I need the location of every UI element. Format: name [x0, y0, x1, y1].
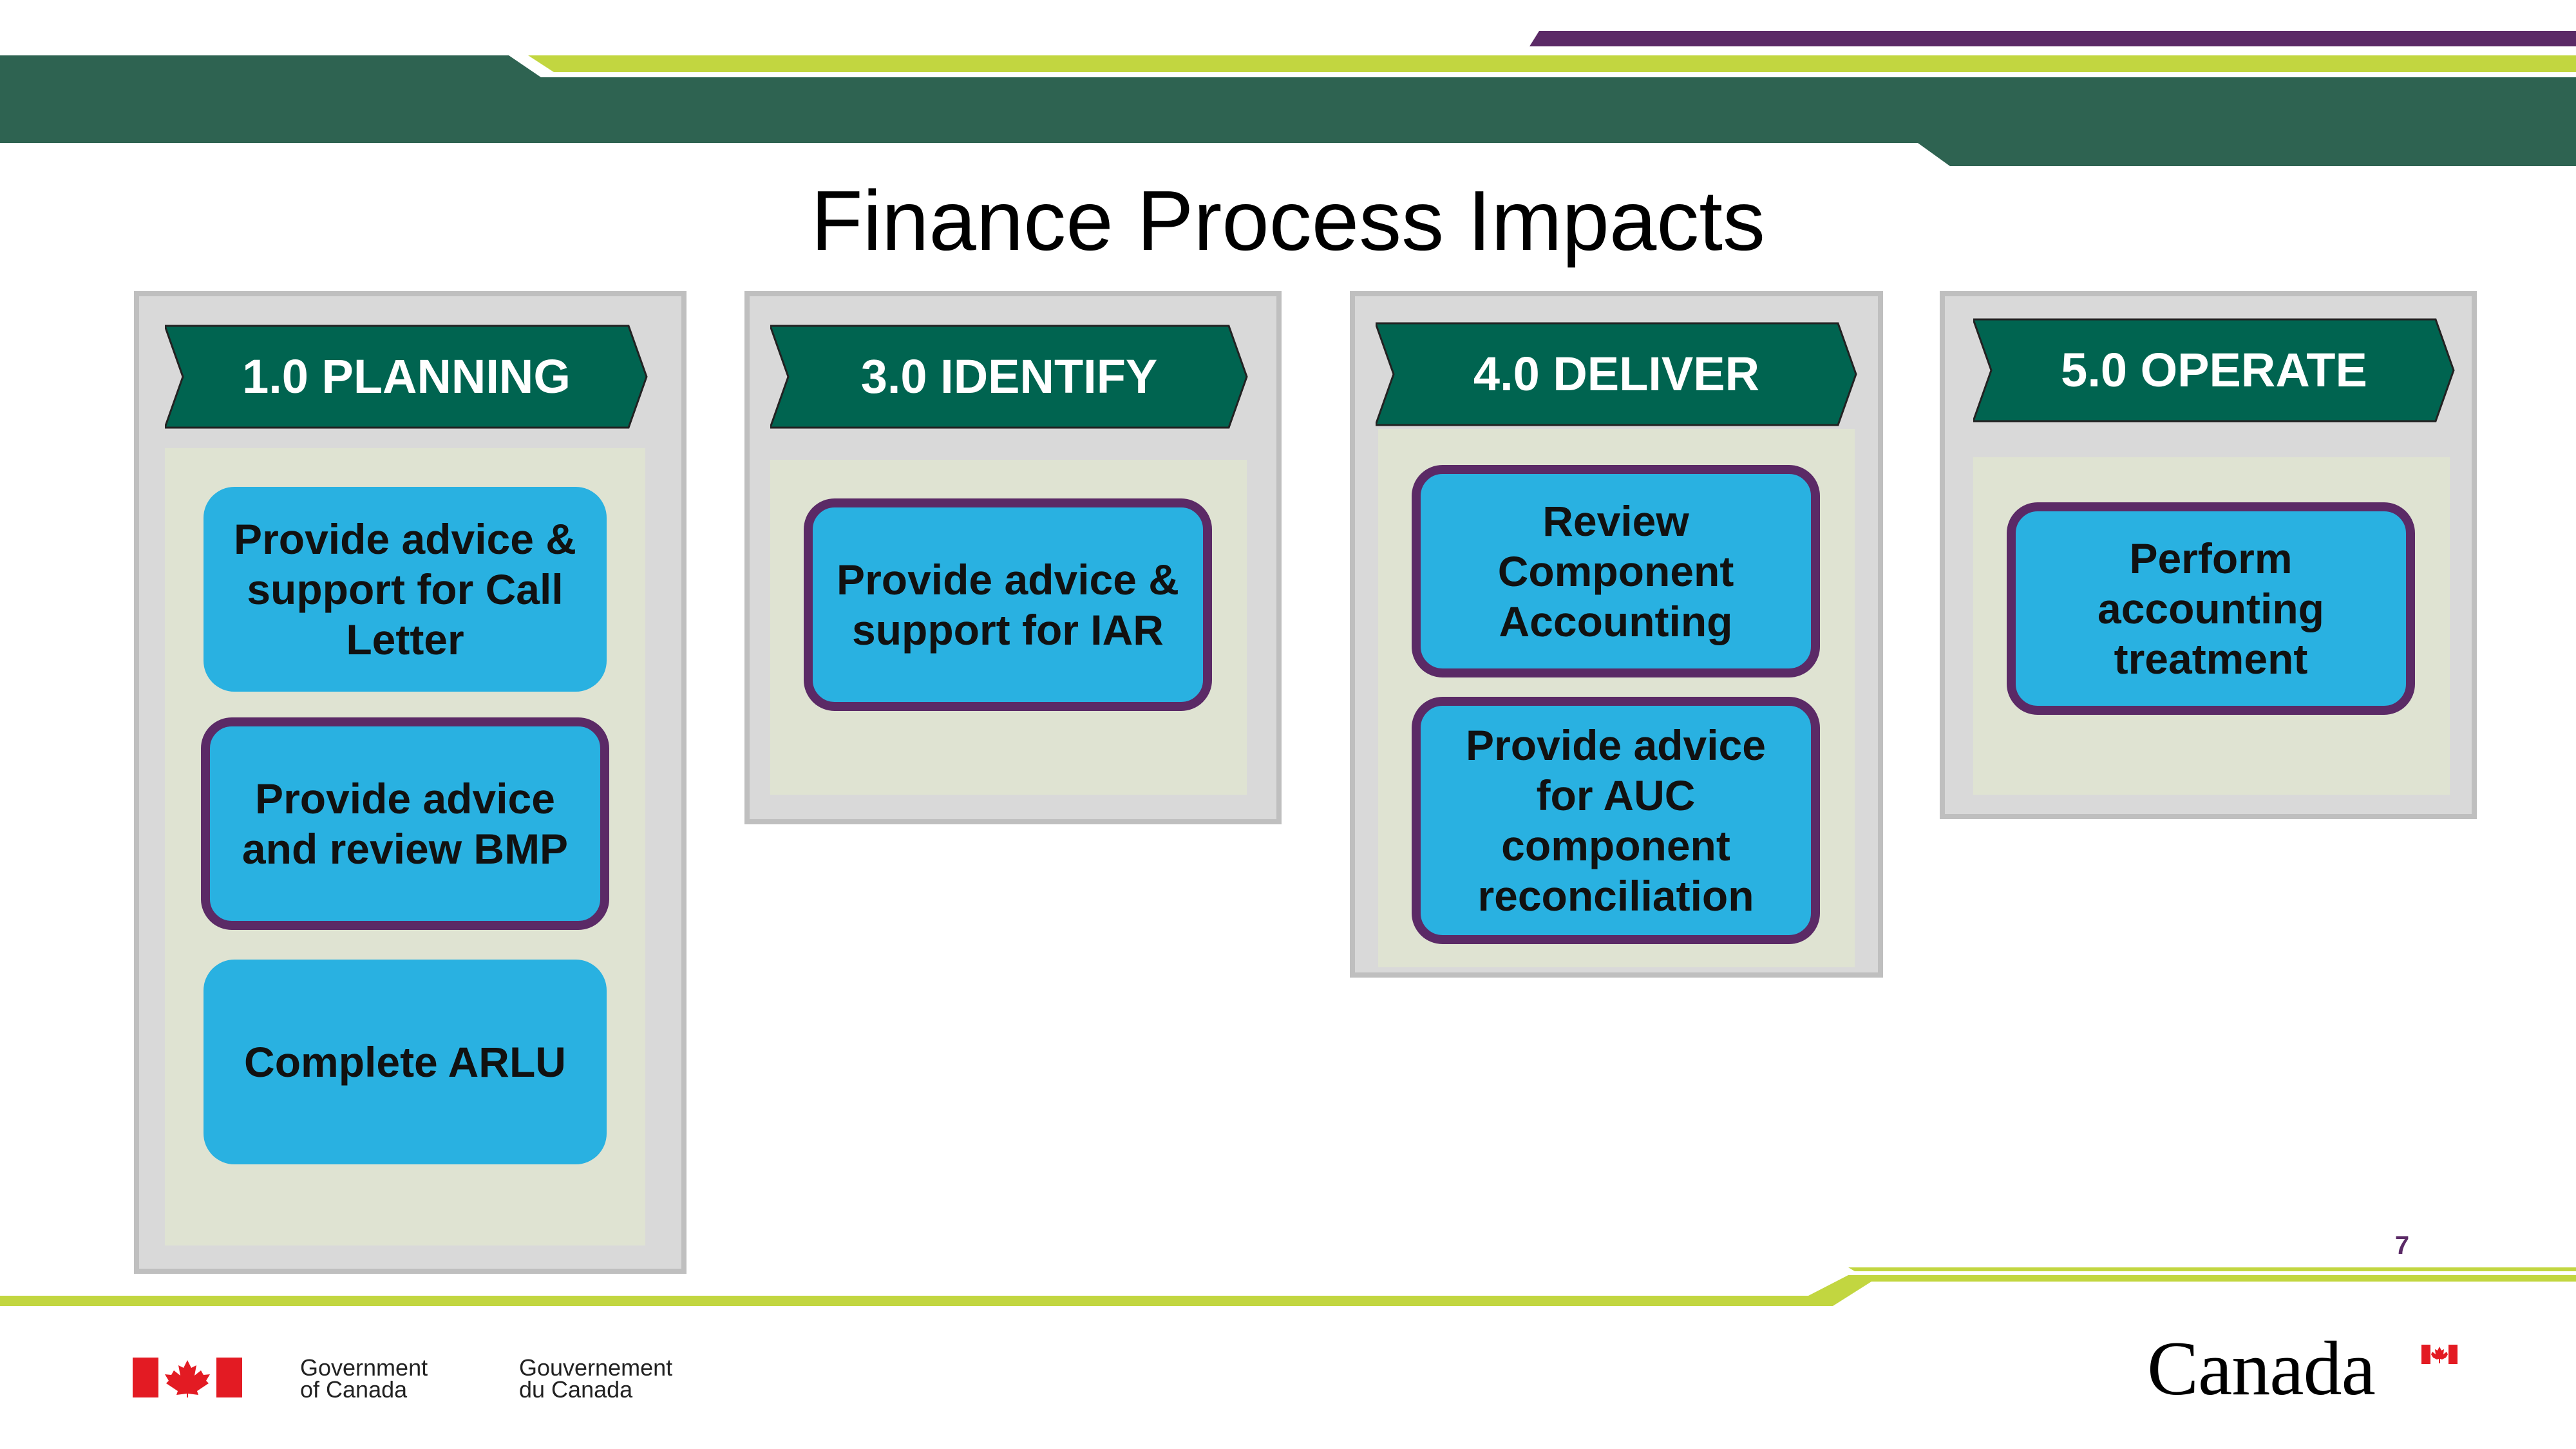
- task-auc-reconciliation: Provide advice for AUC component reconci…: [1412, 697, 1820, 944]
- gov-en-line2: of Canada: [300, 1376, 408, 1403]
- phase-label-identify: 3.0 IDENTIFY: [860, 350, 1158, 403]
- header-decoration: [0, 31, 2576, 166]
- phase-chevron-planning: [165, 325, 648, 429]
- phase-label-deliver: 4.0 DELIVER: [1473, 347, 1760, 401]
- phase-chevron-deliver: [1376, 322, 1857, 426]
- page-number: 7: [2394, 1231, 2410, 1260]
- canada-wordmark: Canada: [2147, 1325, 2376, 1411]
- phase-chevron-operate: [1973, 318, 2455, 422]
- task-complete-arlu: Complete ARLU: [204, 960, 607, 1164]
- task-support-iar: Provide advice & support for IAR: [804, 498, 1212, 711]
- task-review-component-accounting: Review Component Accounting: [1412, 465, 1820, 677]
- phase-label-planning: 1.0 PLANNING: [242, 350, 571, 403]
- phase-label-operate: 5.0 OPERATE: [2061, 343, 2367, 397]
- wordmark-flag-icon: [2421, 1345, 2458, 1364]
- footer-decoration: [0, 1267, 2576, 1306]
- task-call-letter: Provide advice & support for Call Letter: [204, 487, 607, 692]
- gov-fr-line1: Gouvernement: [519, 1354, 673, 1381]
- gov-fr-line2: du Canada: [519, 1376, 633, 1403]
- task-review-bmp: Provide advice and review BMP: [201, 717, 609, 930]
- canada-flag-icon: [133, 1358, 242, 1397]
- gov-en-line1: Government: [300, 1354, 428, 1381]
- slide-title: Finance Process Impacts: [811, 173, 1765, 268]
- phase-chevron-identify: [770, 325, 1248, 429]
- task-accounting-treatment: Perform accounting treatment: [2007, 502, 2415, 715]
